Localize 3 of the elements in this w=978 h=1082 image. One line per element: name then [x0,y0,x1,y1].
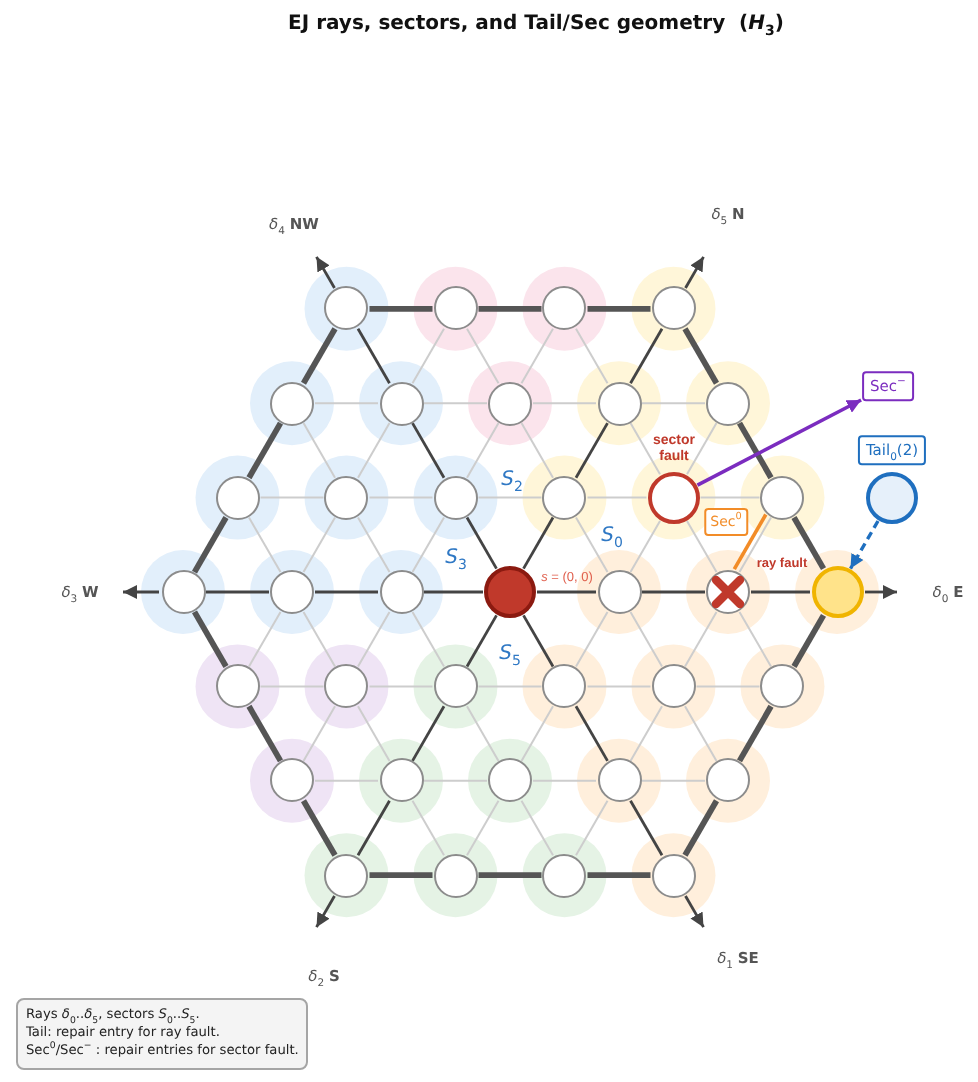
note-panel [16,998,309,1070]
title: EJ rays, sectors, and Tail/Sec geometry (H$_{3}$) [288,13,784,35]
entry-circle [865,471,918,524]
